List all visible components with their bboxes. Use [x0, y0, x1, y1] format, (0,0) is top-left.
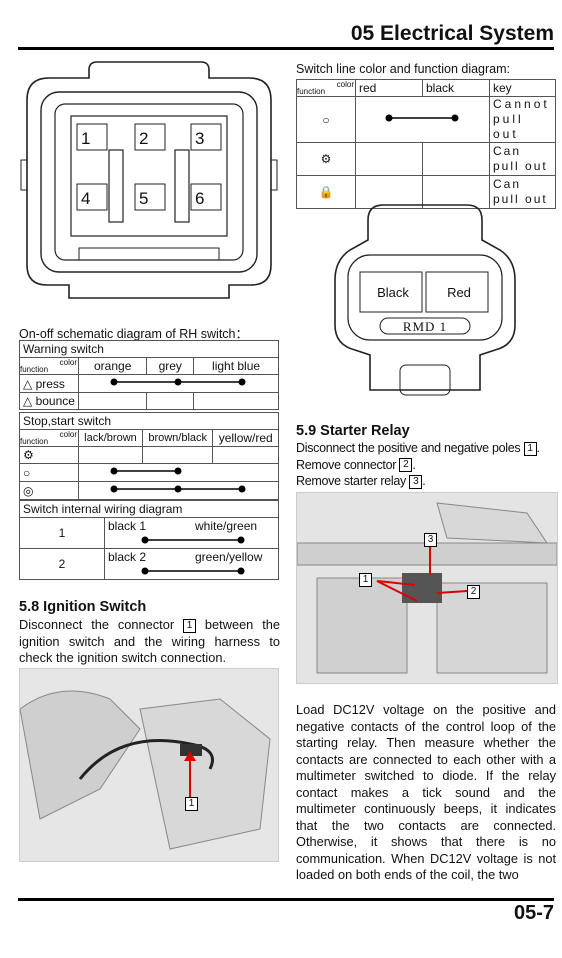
photo-callout-2: 2	[467, 585, 480, 599]
pin-label-4: 4	[81, 189, 91, 208]
table-row: △ press	[19, 374, 279, 393]
engine-stop-icon: ⚙	[23, 448, 34, 462]
connector-6pin-drawing	[20, 61, 278, 299]
starter-section-title: 5.9 Starter Relay	[296, 423, 410, 439]
connection-line	[141, 536, 245, 544]
list-item: Disconnect the positive and negative pol…	[296, 441, 540, 456]
table-row: 2 black 2 green/yellow	[19, 548, 279, 580]
col-orange: orange	[77, 357, 148, 375]
connection-line	[110, 378, 246, 386]
col-light-blue: light blue	[193, 357, 279, 375]
table-row: 🔒 Can pull out	[296, 175, 556, 209]
run-icon: ○	[23, 465, 31, 480]
table-row: ⚙	[19, 446, 279, 464]
connector-2pin-drawing	[334, 204, 516, 396]
connection-line	[385, 114, 459, 122]
pin-label-3: 3	[195, 129, 205, 148]
hazard-icon: △	[23, 394, 33, 408]
pin-label-6: 6	[195, 189, 205, 208]
connector-label: RMD 1	[402, 319, 448, 334]
list-item: Remove connector 2.	[296, 457, 416, 473]
table-row: ○ Cannot pull out	[296, 96, 556, 143]
stop-start-title: Stop,start switch	[19, 412, 279, 430]
pin-label-5: 5	[139, 189, 149, 208]
table-row: ⚙ Can pull out	[296, 142, 556, 176]
start-icon: ◎	[23, 483, 34, 498]
col-key: key	[489, 79, 556, 97]
footer-rule	[18, 898, 554, 901]
table-row: △ bounce	[19, 392, 279, 410]
key-off-icon: ⚙	[320, 152, 332, 166]
ignition-switch-photo: 1	[19, 668, 279, 862]
photo-callout-1: 1	[185, 797, 198, 811]
lock-icon: 🔒	[318, 185, 334, 199]
ignition-paragraph: Disconnect the connector 1 between the i…	[19, 617, 280, 665]
col-red: red	[355, 79, 423, 97]
starter-relay-photo: 3 1 2	[296, 492, 558, 684]
connection-line	[110, 485, 246, 493]
starter-photo-illustration	[296, 493, 558, 683]
hazard-icon: △	[23, 376, 33, 391]
col-black: black	[422, 79, 490, 97]
starter-paragraph: Load DC12V voltage on the positive and n…	[296, 702, 556, 882]
table-row: 1 black 1 white/green	[19, 517, 279, 549]
pin-label-red: Red	[447, 285, 471, 300]
photo-callout-1: 1	[359, 573, 372, 587]
internal-wiring-title: Switch internal wiring diagram	[19, 500, 279, 518]
connection-line	[141, 567, 245, 575]
connection-line	[110, 467, 182, 475]
col-grey: grey	[146, 357, 195, 375]
header-rule	[18, 47, 554, 50]
table-row: ◎	[19, 481, 279, 500]
page-number: 05-7	[513, 902, 554, 924]
warning-switch-title: Warning switch	[19, 340, 279, 358]
pin-label-2: 2	[139, 129, 149, 148]
list-item: Remove starter relay 3.	[296, 474, 426, 489]
callout-box: 1	[183, 618, 197, 633]
photo-callout-3: 3	[424, 533, 437, 547]
pin-label-black: Black	[377, 285, 409, 300]
key-switch-caption: Switch line color and function diagram:	[296, 62, 511, 76]
key-on-icon: ○	[322, 112, 330, 127]
col-yellow-red: yellow/red	[212, 429, 279, 447]
page-header-title: 05 Electrical System	[350, 22, 554, 45]
rh-switch-caption: On-off schematic diagram of RH switch：	[19, 327, 249, 341]
col-lack-brown: lack/brown	[78, 429, 143, 447]
ignition-section-title: 5.8 Ignition Switch	[19, 599, 147, 615]
internal-wiring-table: Switch internal wiring diagram 1 black 1…	[19, 500, 279, 580]
ignition-photo-illustration	[19, 669, 278, 861]
starter-steps: Disconnect the positive and negative pol…	[296, 440, 540, 490]
col-brown-black: brown/black	[141, 429, 214, 447]
pin-label-1: 1	[81, 129, 91, 148]
table-row: ○	[19, 463, 279, 482]
